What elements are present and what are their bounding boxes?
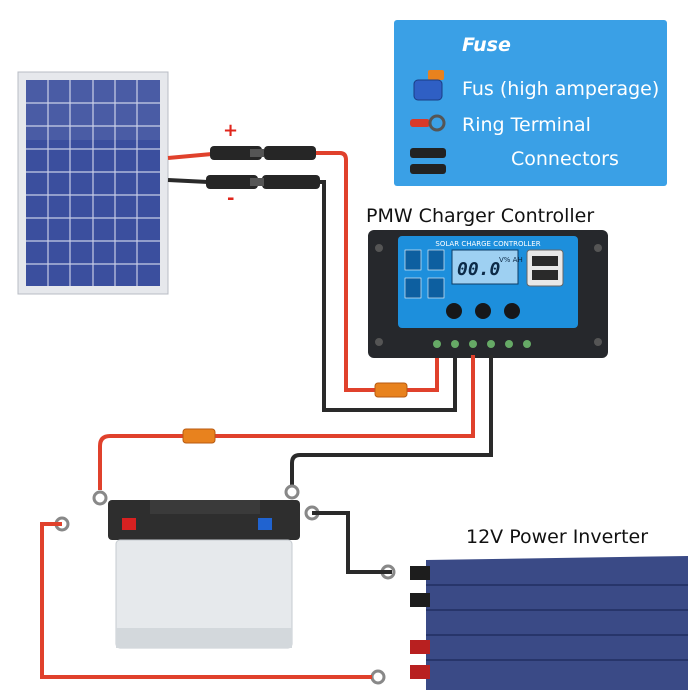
negative-marker: -	[227, 188, 235, 209]
panel-positive-wire	[167, 152, 213, 160]
ring-terminal-icon	[410, 114, 446, 132]
controller-pv-negative-wire	[320, 180, 457, 412]
power-inverter	[410, 556, 688, 690]
inverter-negative-wire	[312, 511, 392, 574]
battery-positive-wire	[98, 355, 475, 490]
inverter-title: 12V Power Inverter	[466, 526, 649, 548]
battery	[108, 500, 300, 649]
controller-panel-label: SOLAR CHARGE CONTROLLER	[435, 240, 540, 248]
pv-fuse	[374, 382, 408, 398]
mc4-connectors	[206, 146, 320, 189]
mc4-connector-icon	[410, 148, 446, 174]
legend: Fuse Fus (high amperage) Ring Terminal C…	[394, 20, 667, 186]
legend-title: Fuse	[462, 34, 511, 56]
fuse-icon	[413, 70, 444, 101]
controller-title: PMW Charger Controller	[366, 205, 595, 227]
inverter-positive-wire	[40, 522, 372, 679]
panel-negative-wire	[167, 178, 209, 184]
legend-item-ring-terminal: Ring Terminal	[462, 114, 591, 136]
controller-display-value: 00.0	[457, 259, 501, 280]
positive-marker: +	[223, 120, 239, 141]
charge-controller: SOLAR CHARGE CONTROLLER 00.0 V% AH	[368, 230, 608, 358]
battery-negative-wire	[290, 355, 493, 485]
solar-panel	[17, 71, 169, 295]
legend-item-fuse: Fus (high amperage)	[462, 78, 660, 100]
legend-item-connectors: Connectors	[511, 148, 619, 170]
controller-pv-positive-wire	[316, 151, 439, 392]
controller-display-units: V% AH	[499, 256, 523, 264]
battery-fuse	[182, 428, 216, 444]
